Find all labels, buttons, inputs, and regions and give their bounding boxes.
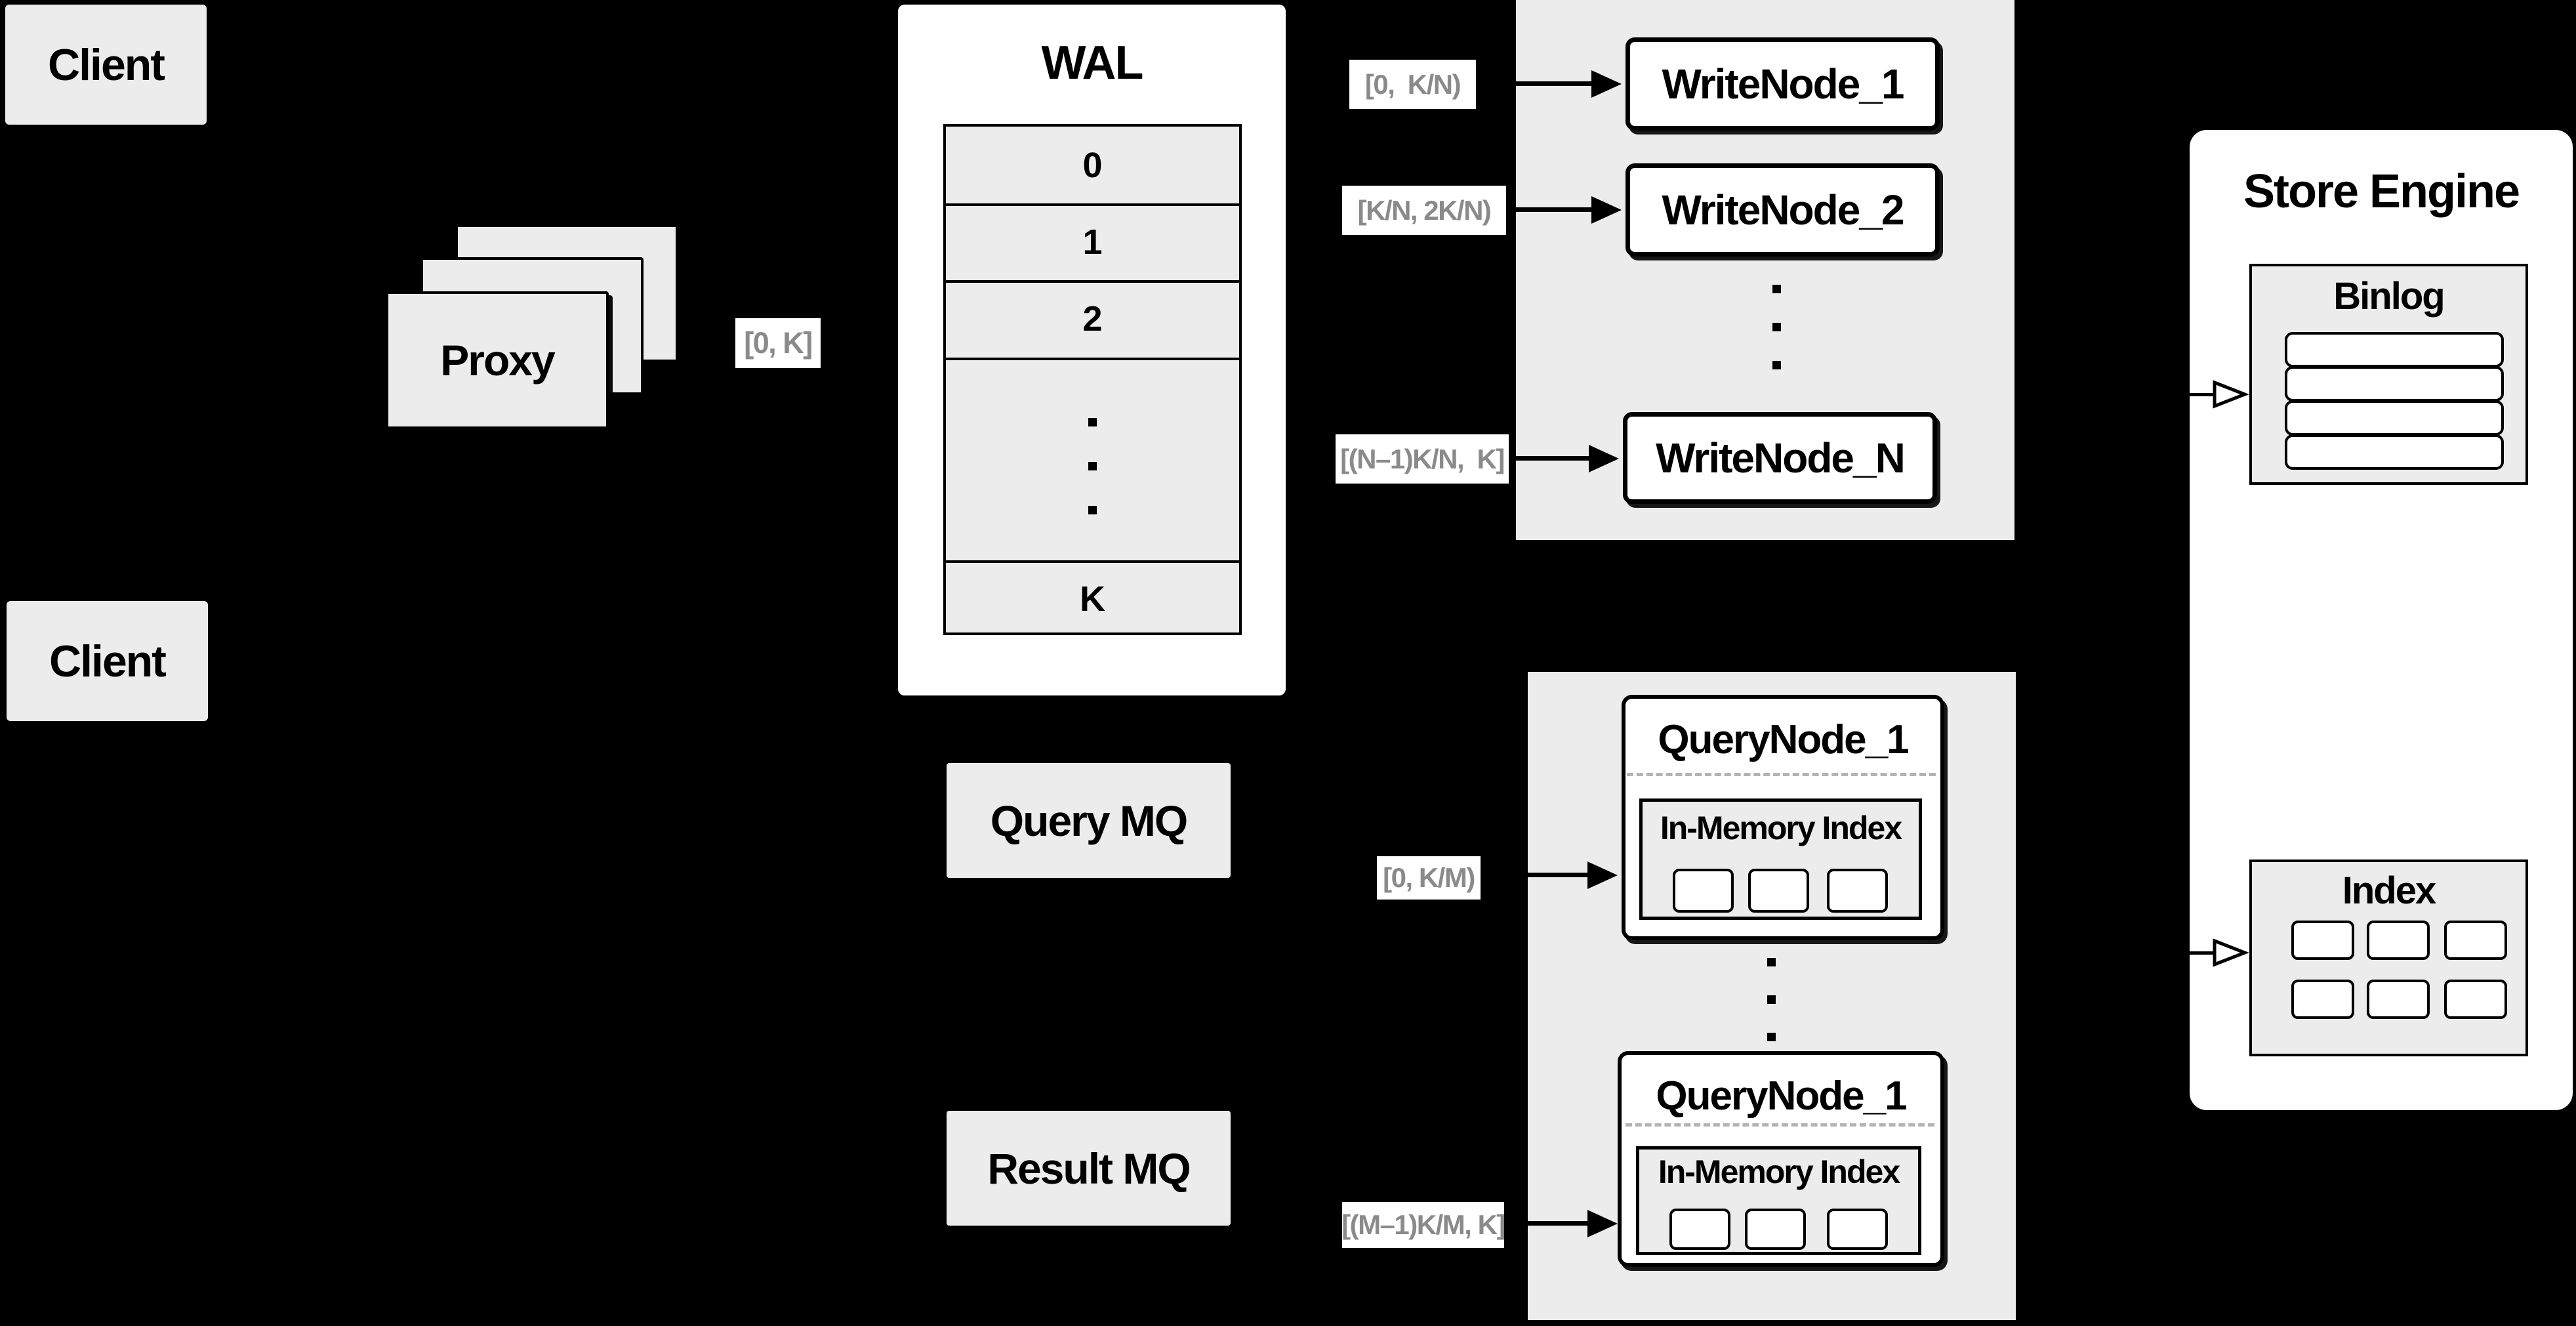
binlog-row <box>2285 332 2504 367</box>
binlog-row <box>2285 366 2504 402</box>
query-mq-box: Query MQ <box>947 763 1231 878</box>
segment-cell <box>1748 869 1809 913</box>
arrow-to-querynode-bottom <box>1528 1221 1590 1226</box>
arrow-to-index <box>2190 951 2216 955</box>
arrowhead-querynode-bottom-icon <box>1587 1210 1618 1237</box>
write-ellipsis-dot <box>1772 285 1781 293</box>
range-label-querynode-top: [0, K/M) <box>1377 856 1481 900</box>
wal-row-1: 1 <box>946 203 1239 283</box>
wal-ellipsis-dot <box>1088 462 1097 470</box>
range-label-proxy: [0, K] <box>735 318 821 368</box>
arrow-to-writenode-2 <box>1516 207 1595 212</box>
client-bottom-box: Client <box>7 601 208 721</box>
wal-title: WAL <box>1041 37 1144 89</box>
client-top-box: Client <box>5 5 207 125</box>
range-label-querynode-bottom: [(M–1)K/M, K] <box>1341 1202 1505 1248</box>
segment-cell <box>1827 1209 1888 1250</box>
querynode-bottom-divider <box>1625 1123 1934 1127</box>
writenode-2-box: WriteNode_2 <box>1625 163 1940 257</box>
range-label-writenode-1: [0, K/N) <box>1349 60 1476 109</box>
query-ellipsis-dot <box>1767 1033 1776 1041</box>
wal-row-ellipsis <box>946 358 1239 563</box>
index-title: Index <box>2342 869 2437 912</box>
store-engine-title: Store Engine <box>2243 165 2520 218</box>
in-memory-index-bottom-title: In-Memory Index <box>1658 1153 1900 1190</box>
binlog-row <box>2285 434 2504 470</box>
wal-ellipsis-dot <box>1088 506 1097 514</box>
index-cell <box>2291 921 2354 960</box>
binlog-title: Binlog <box>2333 274 2445 318</box>
range-label-writenode-2: [K/N, 2K/N) <box>1342 186 1506 235</box>
query-ellipsis-dot <box>1767 995 1776 1004</box>
segment-cell <box>1745 1209 1806 1250</box>
write-ellipsis-dot <box>1772 361 1781 369</box>
open-arrowhead-binlog-icon <box>2213 380 2249 409</box>
index-cell <box>2444 921 2507 960</box>
segment-cell <box>1673 869 1734 913</box>
index-cell <box>2367 921 2430 960</box>
wal-row-k: K <box>1080 579 1105 619</box>
arrowhead-writenode-1-icon <box>1591 70 1622 98</box>
range-label-writenode-n: [(N–1)K/N, K] <box>1336 434 1509 484</box>
wal-row-2: 2 <box>946 280 1239 360</box>
query-ellipsis-dot <box>1767 958 1776 966</box>
index-cell <box>2291 980 2354 1019</box>
wal-table: 0 1 2 K <box>943 124 1242 635</box>
segment-cell <box>1827 869 1888 913</box>
result-mq-box: Result MQ <box>947 1111 1231 1226</box>
in-memory-index-top-title: In-Memory Index <box>1660 810 1902 846</box>
wal-ellipsis-dot <box>1088 418 1097 426</box>
arrowhead-writenode-n-icon <box>1589 445 1619 472</box>
arrow-to-writenode-n <box>1516 456 1595 461</box>
arrow-to-writenode-1 <box>1516 81 1595 86</box>
arrowhead-querynode-top-icon <box>1587 861 1618 889</box>
querynode-top-divider <box>1627 773 1936 776</box>
querynode-bottom-title: QueryNode_1 <box>1656 1073 1907 1119</box>
segment-cell <box>1669 1209 1730 1250</box>
write-ellipsis-dot <box>1772 323 1781 331</box>
arrowhead-writenode-2-icon <box>1591 196 1622 224</box>
binlog-row <box>2285 400 2504 436</box>
index-cell <box>2444 980 2507 1019</box>
querynode-top-title: QueryNode_1 <box>1658 716 1909 762</box>
index-cell <box>2367 980 2430 1019</box>
wal-row-0: 0 <box>946 127 1239 206</box>
open-arrowhead-index-icon <box>2213 938 2249 967</box>
writenode-n-box: WriteNode_N <box>1623 412 1937 504</box>
arrow-to-querynode-top <box>1528 873 1590 877</box>
writenode-1-box: WriteNode_1 <box>1625 37 1940 131</box>
proxy-box: Proxy <box>386 291 609 429</box>
arrow-to-binlog <box>2190 393 2216 396</box>
